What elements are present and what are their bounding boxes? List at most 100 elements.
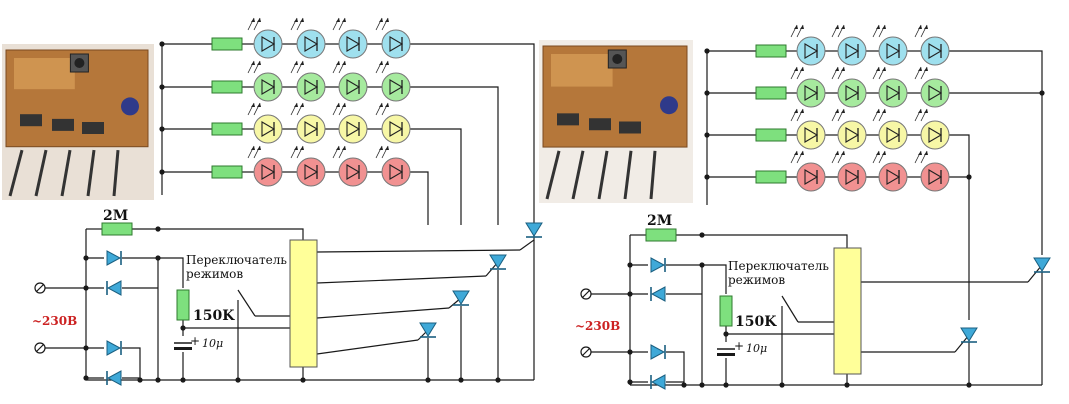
led-arrow-head (251, 61, 255, 65)
diode-icon (650, 286, 666, 302)
led-triangle (389, 36, 404, 52)
led-arrow-head (835, 25, 839, 29)
led-arrow-head (336, 18, 340, 22)
right-resistor-150k-label: 150K (735, 314, 777, 330)
led-icon (920, 120, 950, 150)
junction-dot (681, 382, 687, 388)
led-triangle (346, 121, 361, 137)
junction-dot (723, 382, 729, 388)
junction-dot (699, 232, 705, 238)
led-icon (796, 162, 826, 192)
resistor-icon (719, 295, 733, 327)
wire (316, 275, 487, 284)
junction-dot (83, 285, 89, 291)
resistor-icon (211, 37, 243, 51)
led-triangle (389, 164, 404, 180)
led-triangle (928, 169, 943, 185)
led-icon (878, 36, 908, 66)
led-arrow-head (300, 103, 304, 107)
led-arrow-head (924, 109, 928, 113)
wire (781, 295, 799, 323)
photo-switch-button (74, 58, 85, 68)
photo-capacitor (660, 96, 678, 115)
led-icon (878, 120, 908, 150)
wire (410, 43, 535, 225)
wires (45, 43, 1043, 386)
resistor-icon (211, 165, 243, 179)
led-triangle (845, 85, 860, 101)
control-chip (833, 247, 862, 375)
junction-dot (155, 226, 161, 232)
junction-dot (704, 48, 710, 54)
junction-dot (155, 377, 161, 383)
led-arrow-head (342, 61, 346, 65)
photo-transistor (589, 118, 611, 131)
diode-icon (106, 280, 122, 296)
led-triangle (845, 43, 860, 59)
diode-icon (650, 374, 666, 390)
led-arrow-head (257, 146, 261, 150)
left-resistor-150k-label: 150K (193, 308, 235, 324)
diode-icon (106, 370, 122, 386)
led-icon (920, 78, 950, 108)
resistor-icon (755, 86, 787, 100)
led-arrow-head (924, 25, 928, 29)
wire (316, 339, 419, 355)
junction-dot (159, 41, 165, 47)
led-arrow-head (294, 61, 298, 65)
junction-dot (704, 174, 710, 180)
led-arrow-head (835, 109, 839, 113)
junction-dot (159, 84, 165, 90)
led-icon (920, 36, 950, 66)
junction-dot (627, 291, 633, 297)
led-arrow-head (876, 67, 880, 71)
photo-lead (112, 149, 120, 197)
led-icon (253, 72, 283, 102)
led-triangle (346, 164, 361, 180)
terminal-slash (36, 284, 44, 292)
led-arrow-head (336, 61, 340, 65)
junction-dot (83, 255, 89, 261)
led-arrow-head (876, 109, 880, 113)
led-arrow-head (300, 18, 304, 22)
led-icon (837, 36, 867, 66)
resistor-icon (101, 222, 133, 236)
led-arrow-head (800, 109, 804, 113)
wire (410, 86, 499, 225)
junction-dot (425, 377, 431, 383)
led-arrow-head (882, 25, 886, 29)
led-triangle (304, 164, 319, 180)
led-icon (296, 114, 326, 144)
led-icon (796, 120, 826, 150)
diode-icon (489, 254, 507, 269)
junction-dot (458, 377, 464, 383)
components (2, 17, 1051, 390)
led-arrow-head (800, 151, 804, 155)
left-voltage-label: ~230В (32, 314, 77, 328)
led-icon (837, 162, 867, 192)
resistor-icon (211, 122, 243, 136)
wire (122, 347, 141, 380)
led-triangle (804, 43, 819, 59)
led-icon (381, 114, 411, 144)
led-arrow-head (794, 25, 798, 29)
photo-lead (545, 150, 561, 200)
led-icon (796, 78, 826, 108)
right-resistor-2m-label: 2M (647, 213, 672, 229)
led-arrow-head (300, 61, 304, 65)
led-icon (253, 29, 283, 59)
led-triangle (304, 121, 319, 137)
led-icon (878, 162, 908, 192)
photo-lead (623, 150, 633, 200)
junction-dot (235, 377, 241, 383)
led-icon (381, 72, 411, 102)
led-arrow-head (336, 103, 340, 107)
resistor-icon (755, 44, 787, 58)
led-triangle (389, 79, 404, 95)
led-triangle (346, 79, 361, 95)
led-icon (878, 78, 908, 108)
led-triangle (845, 127, 860, 143)
led-arrow-head (882, 67, 886, 71)
led-icon (338, 114, 368, 144)
led-arrow-head (385, 61, 389, 65)
